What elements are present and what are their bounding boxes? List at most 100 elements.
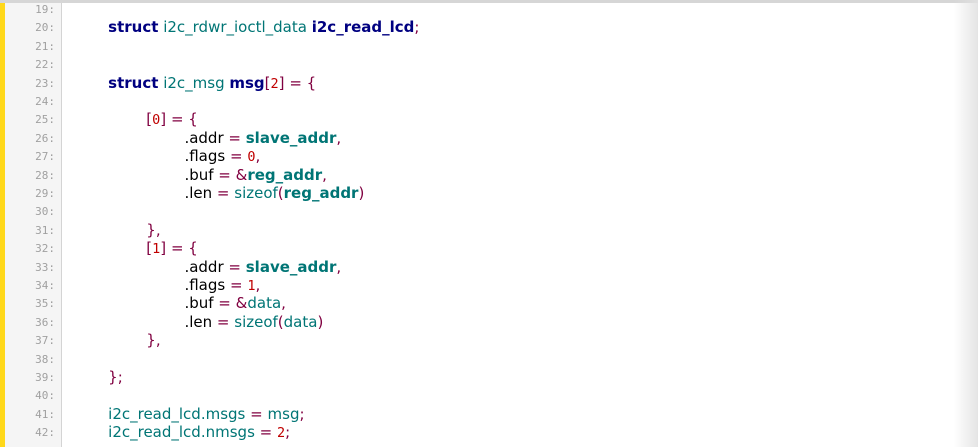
line-number: 29: (35, 187, 55, 200)
code-token (70, 184, 184, 202)
code-line[interactable]: 42: i2c_read_lcd.nmsgs = 2; (0, 423, 978, 442)
code-token: i2c_read_lcd (311, 18, 415, 37)
code-line[interactable]: 19: (0, 1, 978, 19)
line-number: 25: (35, 113, 55, 127)
code-line[interactable]: 27: .flags = 0, (0, 147, 978, 166)
line-number: 24: (35, 95, 55, 108)
code-text[interactable]: .flags = 0, (70, 147, 260, 166)
code-token: ; (117, 368, 123, 386)
code-line[interactable]: 36: .len = sizeof(data) (0, 313, 978, 332)
code-token: [ (264, 73, 271, 92)
code-text[interactable]: [1] = { (70, 239, 198, 258)
code-line[interactable]: 23: struct i2c_msg msg[2] = { (0, 74, 978, 93)
code-text[interactable]: .buf = &data, (70, 294, 286, 312)
code-line[interactable]: 33: .addr = slave_addr, (0, 258, 978, 277)
code-token: , (155, 220, 161, 239)
code-line[interactable]: 25: [0] = { (0, 110, 978, 129)
code-line[interactable]: 34: .flags = 1, (0, 276, 978, 295)
code-token: sizeof (234, 184, 278, 202)
code-token: , (255, 147, 261, 166)
code-token (70, 276, 184, 294)
code-token: 2 (270, 75, 279, 92)
code-token (70, 110, 146, 128)
code-text[interactable]: struct i2c_rdwr_ioctl_data i2c_read_lcd; (70, 18, 419, 36)
code-text[interactable]: }; (70, 368, 123, 386)
code-line[interactable]: 26: .addr = slave_addr, (0, 129, 978, 148)
code-token: i2c_rdwr_ioctl_data (163, 18, 307, 37)
line-number: 42: (35, 426, 55, 440)
code-token: .len (184, 312, 213, 331)
code-token: & (235, 294, 248, 313)
code-token: ] (278, 73, 285, 92)
code-text[interactable]: .len = sizeof(data) (70, 313, 323, 331)
code-token (70, 129, 184, 147)
code-token: data (247, 294, 282, 313)
code-line[interactable]: 43: (0, 443, 978, 447)
code-token: reg_addr (247, 165, 323, 184)
code-token: { (306, 73, 317, 92)
code-token: = (259, 423, 273, 442)
code-token: = (228, 257, 241, 276)
code-token: = (216, 184, 230, 202)
code-line[interactable]: 41: i2c_read_lcd.msgs = msg; (0, 405, 978, 424)
code-line[interactable]: 32: [1] = { (0, 239, 978, 258)
line-number: 31: (35, 223, 55, 237)
line-number: 28: (35, 168, 55, 182)
code-line[interactable]: 29: .len = sizeof(reg_addr) (0, 184, 978, 203)
code-text[interactable]: [0] = { (70, 110, 198, 129)
top-border (0, 0, 978, 3)
code-text[interactable]: .addr = slave_addr, (70, 129, 341, 147)
code-text[interactable]: .buf = &reg_addr, (70, 166, 327, 184)
code-line[interactable]: 30: (0, 203, 978, 221)
code-text[interactable]: .addr = slave_addr, (70, 258, 341, 276)
code-text[interactable]: }, (70, 331, 160, 349)
line-number: 43: (5, 443, 55, 447)
code-token (70, 239, 146, 257)
line-number: 26: (35, 131, 55, 145)
code-line[interactable]: 37: }, (0, 331, 978, 350)
code-text[interactable]: i2c_read_lcd.msgs = msg; (70, 405, 304, 423)
code-line[interactable]: 31: }, (0, 220, 978, 240)
code-token (70, 221, 146, 239)
code-token: [ (146, 239, 153, 258)
code-token: , (322, 165, 327, 184)
code-token: ; (285, 423, 291, 442)
code-line[interactable]: 39: }; (0, 368, 978, 387)
code-line[interactable]: 24: (0, 93, 978, 111)
code-token (70, 147, 184, 165)
code-text[interactable]: .len = sizeof(reg_addr) (70, 184, 364, 202)
code-token (70, 18, 108, 36)
line-number: 39: (35, 371, 55, 384)
line-number: 32: (35, 242, 55, 256)
code-line[interactable]: 21: (0, 38, 978, 56)
code-token: .flags (184, 276, 226, 294)
code-token: 1 (247, 278, 256, 294)
code-text[interactable]: }, (70, 220, 161, 239)
code-text[interactable]: struct i2c_msg msg[2] = { (70, 74, 316, 93)
code-token: i2c_read_lcd (108, 423, 201, 442)
code-token (70, 405, 108, 423)
code-token: .nmsgs (200, 423, 255, 442)
code-line[interactable]: 28: .buf = &reg_addr, (0, 166, 978, 185)
line-number: 33: (35, 260, 55, 274)
change-marker-bar (0, 0, 5, 447)
code-line[interactable]: 22: (0, 56, 978, 74)
code-line[interactable]: 38: (0, 351, 978, 369)
code-token: 1 (152, 241, 161, 258)
code-token: struct (108, 18, 159, 37)
code-token: = (216, 312, 230, 331)
code-line[interactable]: 35: .buf = &data, (0, 294, 978, 313)
code-line[interactable]: 20: struct i2c_rdwr_ioctl_data i2c_read_… (0, 18, 978, 37)
code-token: , (336, 257, 342, 276)
line-number: 19: (35, 3, 55, 16)
code-token: , (281, 294, 286, 313)
code-line[interactable]: 40: (0, 387, 978, 405)
code-token (70, 423, 108, 441)
code-token: = (170, 239, 184, 258)
code-token: i2c_msg (163, 73, 225, 92)
code-text[interactable]: i2c_read_lcd.nmsgs = 2; (70, 423, 290, 442)
code-token (70, 294, 184, 312)
line-number: 40: (35, 389, 55, 403)
code-text[interactable]: .flags = 1, (70, 276, 260, 295)
